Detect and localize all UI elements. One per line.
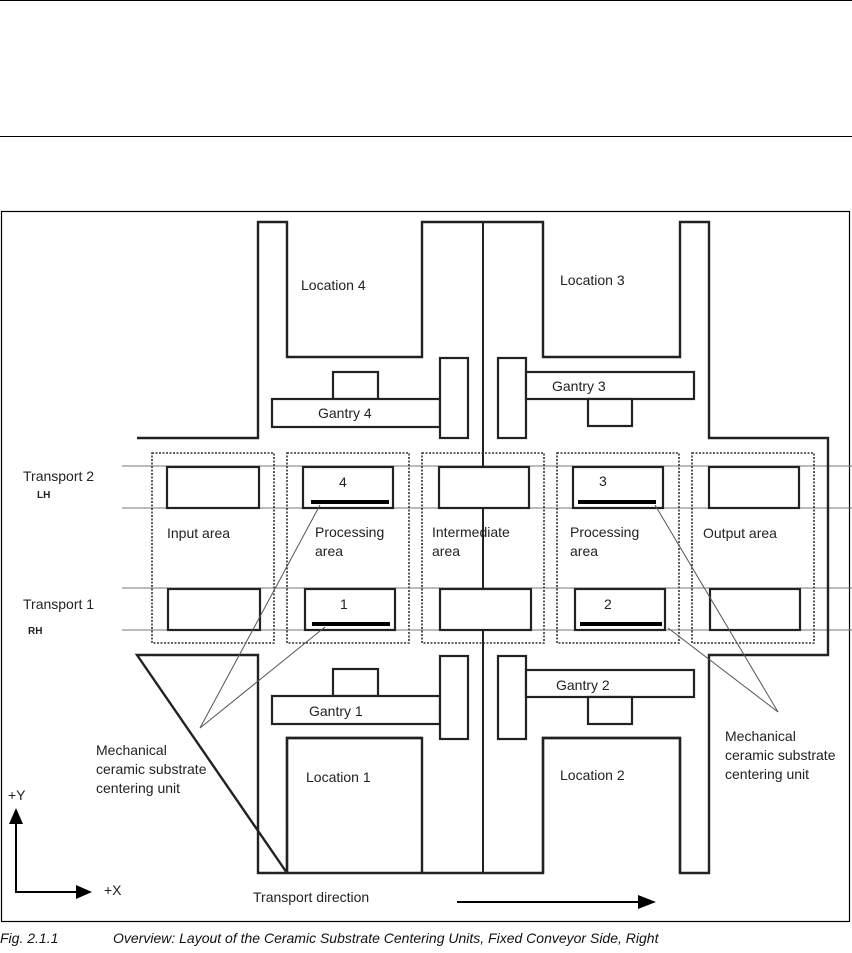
- header-top-rule: [0, 0, 852, 1]
- centering-unit-1: [312, 622, 390, 626]
- gantry-1: [270, 654, 470, 741]
- location-1-pocket: [285, 736, 424, 873]
- y-axis-arrow-icon: [9, 808, 23, 824]
- x-axis-arrow-icon: [76, 885, 92, 899]
- transport-1-side: RH: [28, 626, 42, 637]
- centering-unit-right-label-3: centering unit: [725, 766, 809, 782]
- location-2-pocket: [541, 736, 682, 873]
- station-output-top: [707, 465, 801, 510]
- processing-area-right-label-2: area: [570, 543, 598, 559]
- y-axis-label: +Y: [8, 787, 26, 803]
- processing-area-right-label-1: Processing: [570, 524, 639, 540]
- location-1-label: Location 1: [306, 769, 371, 785]
- centering-unit-2: [580, 622, 662, 626]
- figure-number: Fig. 2.1.1: [0, 930, 59, 946]
- gantry-4-label: Gantry 4: [318, 405, 372, 421]
- output-area-boundary: [691, 452, 815, 644]
- figure-caption: Fig. 2.1.1 Overview: Layout of the Cerami…: [0, 930, 658, 946]
- transport-1-label: Transport 1: [23, 596, 94, 612]
- leader-line-unit-2: [667, 627, 779, 713]
- leader-line-unit-1: [199, 626, 326, 729]
- location-2-label: Location 2: [560, 767, 625, 783]
- transport-direction-arrow-icon: [638, 895, 656, 909]
- station-input-bottom: [166, 587, 262, 632]
- station-number-3: 3: [599, 473, 607, 489]
- centering-unit-3: [578, 500, 656, 504]
- x-axis-label: +X: [104, 882, 122, 898]
- processing-area-right-boundary: [556, 452, 680, 644]
- transport-2-side: LH: [37, 490, 50, 501]
- gantry-3: [496, 356, 696, 440]
- centering-unit-left-label-3: centering unit: [96, 780, 180, 796]
- station-intermediate-bottom: [438, 587, 533, 632]
- input-area-boundary: [151, 452, 275, 644]
- location-3-label: Location 3: [560, 272, 625, 288]
- station-output-bottom: [708, 587, 802, 632]
- gantry-2: [496, 654, 696, 741]
- processing-area-left-boundary: [286, 452, 410, 644]
- output-area-label: Output area: [703, 525, 777, 541]
- intermediate-area-label-1: Intermediate: [432, 524, 510, 540]
- gantry-2-label: Gantry 2: [556, 677, 610, 693]
- station-number-1: 1: [340, 596, 348, 612]
- axes-indicator: +Y +X: [8, 787, 122, 899]
- input-area-label: Input area: [167, 525, 230, 541]
- transport-2-label: Transport 2: [23, 468, 94, 484]
- processing-area-left-label-1: Processing: [315, 524, 384, 540]
- intermediate-area-label-2: area: [432, 543, 460, 559]
- leader-line-unit-3: [654, 504, 779, 713]
- centering-unit-4: [311, 500, 389, 504]
- location-4-label: Location 4: [301, 277, 366, 293]
- intermediate-area-boundary: [421, 452, 545, 644]
- header-bottom-rule: [0, 136, 852, 137]
- layout-diagram: Location 4 Location 3 Location 1 Locatio…: [0, 210, 852, 923]
- centering-unit-left-label-1: Mechanical: [96, 742, 167, 758]
- station-number-2: 2: [604, 596, 612, 612]
- gantry-1-label: Gantry 1: [309, 703, 363, 719]
- centering-unit-right-label-2: ceramic substrate: [725, 747, 836, 763]
- processing-area-left-label-2: area: [315, 543, 343, 559]
- station-number-4: 4: [339, 474, 347, 490]
- station-intermediate-top: [437, 465, 531, 510]
- gantry-3-label: Gantry 3: [552, 378, 606, 394]
- centering-unit-right-label-1: Mechanical: [725, 728, 796, 744]
- gantry-4: [270, 356, 470, 440]
- leader-line-unit-4: [199, 504, 321, 729]
- station-input-top: [165, 465, 261, 510]
- diagram-frame: [0, 210, 851, 923]
- transport-direction-label: Transport direction: [253, 889, 369, 905]
- centering-unit-left-label-2: ceramic substrate: [96, 761, 207, 777]
- figure-title: Overview: Layout of the Ceramic Substrat…: [113, 930, 659, 946]
